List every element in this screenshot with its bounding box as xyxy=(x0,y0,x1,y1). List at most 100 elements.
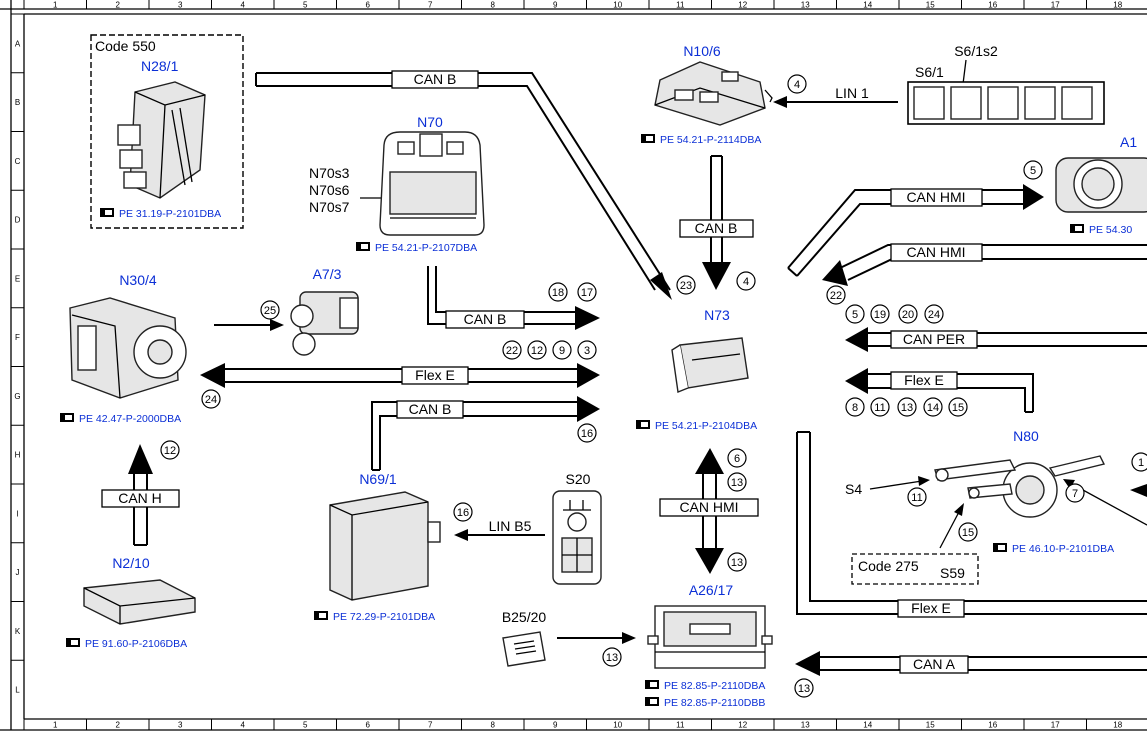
bus-can-hmi-vertical[interactable]: CAN HMI xyxy=(659,448,759,574)
a1-ref[interactable]: PE 54.30 xyxy=(1089,224,1132,236)
a7-3-drawing xyxy=(290,291,359,356)
a26-17-ref-1[interactable]: PE 82.85-P-2110DBA xyxy=(664,680,765,692)
can-h-label: CAN H xyxy=(118,490,162,506)
grid-column-label: 11 xyxy=(676,721,685,730)
callout: 5 xyxy=(1023,160,1043,180)
flex-e-left-label: Flex E xyxy=(415,367,455,383)
svg-text:13: 13 xyxy=(731,557,743,569)
bus-can-per[interactable]: CAN PER xyxy=(845,327,1147,352)
component-n28-1[interactable]: Code 550 N28/1 PE 31.19-P-2101DBA xyxy=(90,34,244,229)
grid-row-label: F xyxy=(15,333,20,342)
bus-can-a[interactable]: CAN A xyxy=(795,651,1147,676)
bus-flex-e-right[interactable]: Flex E xyxy=(845,368,1034,413)
bus-flex-e-bottom[interactable]: Flex E xyxy=(796,431,1147,618)
callout: 5 xyxy=(845,304,865,324)
svg-text:13: 13 xyxy=(606,652,618,664)
grid-column-label: 5 xyxy=(303,1,308,10)
flex-e-right-label: Flex E xyxy=(904,372,944,388)
svg-text:7: 7 xyxy=(1072,488,1078,500)
svg-text:19: 19 xyxy=(874,309,886,321)
bus-can-b-mid[interactable]: CAN B xyxy=(427,266,600,330)
component-a7-3[interactable]: A7/3 xyxy=(214,266,359,356)
grid-column-label: 14 xyxy=(863,721,872,730)
can-b-vertical-label: CAN B xyxy=(695,220,738,236)
component-a1[interactable]: A1 PE 54.30 xyxy=(1055,134,1147,236)
svg-text:4: 4 xyxy=(743,276,749,288)
component-n10-6[interactable]: N10/6 PE 54.21-P-2114DBA xyxy=(641,43,773,146)
bus-can-b-vertical[interactable]: CAN B xyxy=(679,155,754,290)
n80-ref[interactable]: PE 46.10-P-2101DBA xyxy=(1012,543,1114,555)
n10-6-ref[interactable]: PE 54.21-P-2114DBA xyxy=(660,134,761,146)
bus-can-b-top[interactable]: CAN B xyxy=(255,70,672,300)
svg-text:15: 15 xyxy=(962,527,974,539)
bus-can-hmi-upper[interactable]: CAN HMI xyxy=(787,184,1044,277)
can-b-mid-label: CAN B xyxy=(464,311,507,327)
book-icon xyxy=(645,697,659,706)
svg-text:23: 23 xyxy=(680,280,692,292)
callout: 11 xyxy=(870,397,890,417)
callout: 3 xyxy=(577,340,597,360)
book-icon xyxy=(636,420,650,429)
svg-text:5: 5 xyxy=(852,309,858,321)
bus-can-h[interactable]: CAN H xyxy=(101,444,180,546)
callout: 13 xyxy=(897,397,917,417)
callout: 11 xyxy=(907,487,927,507)
svg-text:12: 12 xyxy=(531,345,543,357)
callout: 16 xyxy=(453,502,473,522)
bus-flex-e-left[interactable]: Flex E xyxy=(200,363,600,388)
component-a26-17[interactable]: A26/17 PE 82.85-P-2110DBA PE 82.85-P-211… xyxy=(645,582,773,709)
grid-column-label: 11 xyxy=(676,1,685,10)
callout: 1 xyxy=(1131,452,1147,472)
n69-1-ref[interactable]: PE 72.29-P-2101DBA xyxy=(333,611,435,623)
can-hmi-lower-label: CAN HMI xyxy=(906,244,965,260)
component-n70[interactable]: N70 N70s3 N70s6 N70s7 PE 54.21-P-2107DBA xyxy=(309,114,485,254)
svg-text:15: 15 xyxy=(952,402,964,414)
n28-1-module-drawing xyxy=(117,81,206,199)
callout: 20 xyxy=(898,304,918,324)
n2-10-ref[interactable]: PE 91.60-P-2106DBA xyxy=(85,638,187,650)
grid-column-label: 10 xyxy=(613,1,622,10)
component-n2-10[interactable]: N2/10 PE 91.60-P-2106DBA xyxy=(66,555,196,650)
bus-can-b-lower[interactable]: CAN B xyxy=(371,396,600,471)
svg-text:11: 11 xyxy=(911,492,922,504)
grid-column-label: 3 xyxy=(178,1,183,10)
callout: 4 xyxy=(736,271,756,291)
grid-column-label: 8 xyxy=(491,1,496,10)
a26-17-ref-2[interactable]: PE 82.85-P-2110DBB xyxy=(664,697,765,709)
component-n73[interactable]: N73 PE 54.21-P-2104DBA xyxy=(636,307,757,432)
component-s20[interactable]: S20 xyxy=(552,471,602,585)
n2-10-label: N2/10 xyxy=(112,555,150,571)
n70-ref[interactable]: PE 54.21-P-2107DBA xyxy=(375,242,477,254)
component-n80[interactable]: N80 S4 Code 275 S59 PE 46.10-P-2101DBA xyxy=(845,428,1147,585)
svg-text:16: 16 xyxy=(581,428,593,440)
s59-label: S59 xyxy=(940,565,965,581)
callout: 14 xyxy=(923,397,943,417)
component-s6-1[interactable]: S6/1s2 S6/1 xyxy=(907,43,1105,125)
callout: 15 xyxy=(948,397,968,417)
component-n69-1[interactable]: N69/1 PE 72.29-P-2101DBA xyxy=(314,471,441,623)
grid-column-label: 18 xyxy=(1113,721,1122,730)
svg-text:18: 18 xyxy=(552,287,564,299)
svg-text:17: 17 xyxy=(581,287,593,299)
svg-text:25: 25 xyxy=(264,305,276,317)
bus-can-hmi-lower[interactable]: CAN HMI xyxy=(822,243,1147,286)
component-n30-4[interactable]: N30/4 PE 42.47-P-2000DBA xyxy=(60,272,187,425)
n28-1-ref[interactable]: PE 31.19-P-2101DBA xyxy=(119,208,221,220)
svg-text:24: 24 xyxy=(205,394,217,406)
svg-text:6: 6 xyxy=(734,453,740,465)
callout: 22 xyxy=(826,285,846,305)
can-a-label: CAN A xyxy=(913,656,956,672)
s6-1s2-label: S6/1s2 xyxy=(954,43,998,59)
bus-lin-b5[interactable]: LIN B5 xyxy=(454,518,545,541)
bus-lin1[interactable]: LIN 1 xyxy=(773,85,898,108)
component-b25-20[interactable]: B25/20 xyxy=(502,609,636,667)
n30-4-ref[interactable]: PE 42.47-P-2000DBA xyxy=(79,413,181,425)
n70-overhead-panel-drawing xyxy=(379,131,485,236)
grid-column-label: 17 xyxy=(1051,721,1060,730)
grid-column-label: 5 xyxy=(303,721,308,730)
n28-1-label: N28/1 xyxy=(141,58,179,74)
n73-ref[interactable]: PE 54.21-P-2104DBA xyxy=(655,420,757,432)
s20-label: S20 xyxy=(566,471,591,487)
a1-cluster-drawing xyxy=(1055,157,1147,213)
svg-text:22: 22 xyxy=(830,290,842,302)
